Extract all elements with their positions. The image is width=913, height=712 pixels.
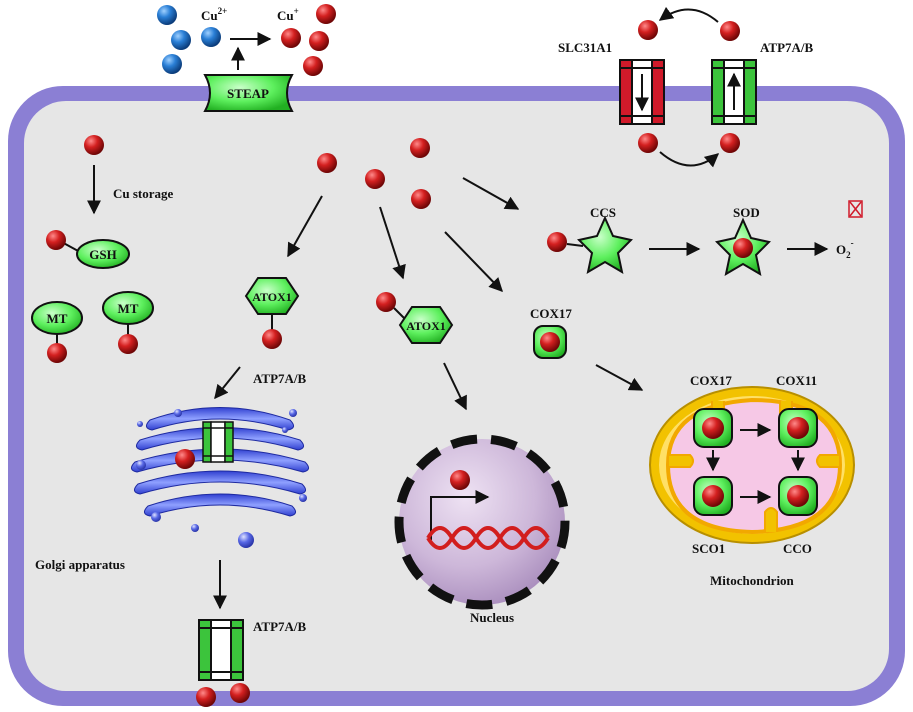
ccs-label: CCS <box>590 205 616 220</box>
mito-cox11-protein <box>778 408 818 448</box>
cu-ion <box>230 683 250 703</box>
arrow-to-ccs <box>462 177 520 210</box>
atp7ab-bottom-label: ATP7A/B <box>253 619 307 634</box>
cu-ion <box>196 687 216 707</box>
superoxide-label: O2- <box>836 238 854 260</box>
steap-label: STEAP <box>227 86 269 101</box>
mt-left-label: MT <box>47 311 68 326</box>
mitochondrion <box>649 386 855 544</box>
cu-ion <box>638 20 658 40</box>
sod-label: SOD <box>733 205 760 220</box>
arrow-to-cox17 <box>444 231 503 293</box>
cu2-label: Cu2+ <box>201 6 227 23</box>
nucleus-label: Nucleus <box>470 610 514 625</box>
mt-right-label: MT <box>118 301 139 316</box>
extracellular-cu2-ions <box>157 5 221 74</box>
mt-complex-right: MT <box>102 291 154 354</box>
mito-cox11-label: COX11 <box>776 373 817 388</box>
slc31a1-transporter <box>619 59 665 125</box>
boxed-x-icon <box>848 200 863 218</box>
nucleus <box>394 434 570 610</box>
atox1-center-complex: ATOX1 <box>376 292 454 344</box>
slc31a1-label: SLC31A1 <box>558 40 612 55</box>
extracellular-cu1-ions <box>281 4 336 76</box>
mito-cco-label: CCO <box>783 541 812 556</box>
mito-cco-protein <box>778 476 818 516</box>
gsh-complex: GSH <box>46 230 130 269</box>
arrow-to-nucleus <box>443 362 467 411</box>
arrow-to-atox1-left <box>287 195 323 258</box>
arrow-to-golgi <box>214 366 241 400</box>
mito-cox17-protein <box>693 408 733 448</box>
arrow-to-mitochondrion <box>595 364 644 391</box>
atp7ab-golgi-transporter <box>202 421 234 463</box>
cox17-complex <box>533 325 567 359</box>
mito-sco1-label: SCO1 <box>692 541 725 556</box>
cu-ion <box>720 133 740 153</box>
atp7ab-top-label: ATP7A/B <box>760 40 814 55</box>
atox1-center-label: ATOX1 <box>406 319 446 333</box>
cu-storage-label: Cu storage <box>113 186 174 201</box>
atox1-left-complex: ATOX1 <box>244 277 300 349</box>
cu-ion <box>84 135 104 155</box>
atp7ab-golgi-label: ATP7A/B <box>253 371 307 386</box>
cu-ion <box>638 133 658 153</box>
mitochondrion-label: Mitochondrion <box>710 573 795 588</box>
steap-transporter: STEAP <box>203 74 294 112</box>
mito-sco1-protein <box>693 476 733 516</box>
golgi-apparatus <box>131 407 309 548</box>
cu-ion <box>720 21 740 41</box>
cytosolic-cu-pool <box>317 138 431 209</box>
ccs-complex <box>547 215 633 275</box>
golgi-label: Golgi apparatus <box>35 557 125 572</box>
cycle-arrow-bottom <box>659 151 720 168</box>
cycle-arrow-top <box>658 6 719 23</box>
cu1-label: Cu+ <box>277 6 299 23</box>
dna-helix <box>426 526 550 550</box>
mito-cox17-label: COX17 <box>690 373 732 388</box>
arrow-to-atox1-center <box>379 206 406 280</box>
atp7ab-top-transporter <box>711 59 757 125</box>
cox17-label: COX17 <box>530 306 572 321</box>
gsh-label: GSH <box>89 247 116 262</box>
atp7ab-bottom-transporter <box>198 619 244 681</box>
cu-ion <box>175 449 195 469</box>
atox1-left-label: ATOX1 <box>252 290 292 304</box>
mt-complex-left: MT <box>31 301 83 363</box>
sod-complex <box>715 217 771 277</box>
